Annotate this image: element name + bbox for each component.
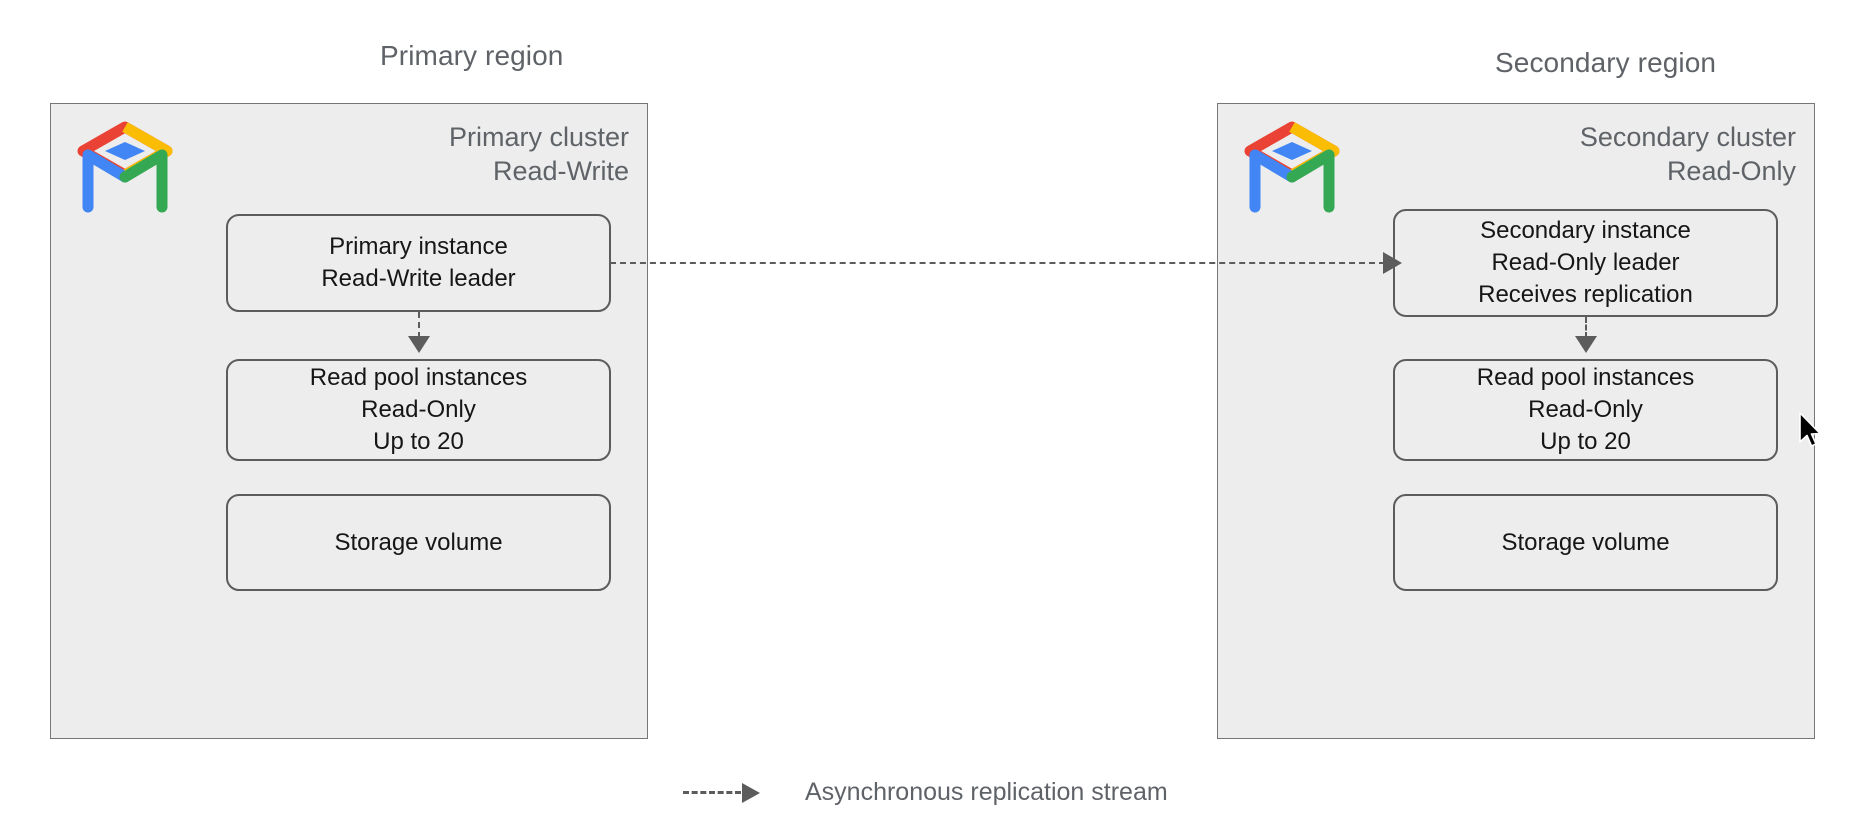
node-primary-storage-volume[interactable]: Storage volume (226, 494, 611, 591)
legend-label: Asynchronous replication stream (805, 778, 1168, 806)
node-secondary-storage-volume[interactable]: Storage volume (1393, 494, 1778, 591)
node-secondary-read-pool-instances[interactable]: Read pool instances Read-Only Up to 20 (1393, 359, 1778, 461)
region-label-secondary: Secondary region (1495, 47, 1717, 78)
replication-connector-line (610, 262, 1385, 264)
legend-arrowhead-icon (742, 782, 760, 803)
secondary-internal-connector-arrowhead (1575, 336, 1597, 353)
legend: Asynchronous replication stream (683, 778, 1168, 807)
region-label-primary: Primary region (380, 40, 564, 71)
primary-internal-connector-arrowhead (408, 336, 430, 353)
secondary-cluster-title: Secondary cluster Read-Only (1579, 122, 1796, 186)
secondary-cluster-panel: Secondary cluster Read-Only Secondary in… (1217, 103, 1815, 739)
primary-internal-connector-line (418, 312, 420, 338)
replication-connector-arrowhead (1383, 252, 1402, 274)
alloydb-logo (1244, 121, 1340, 213)
secondary-internal-connector-line (1585, 317, 1587, 338)
primary-cluster-panel: Primary cluster Read-Write Primary insta… (50, 103, 648, 739)
alloydb-logo (77, 121, 173, 213)
node-secondary-instance[interactable]: Secondary instance Read-Only leader Rece… (1393, 209, 1778, 317)
node-primary-instance[interactable]: Primary instance Read-Write leader (226, 214, 611, 312)
node-primary-read-pool-instances[interactable]: Read pool instances Read-Only Up to 20 (226, 359, 611, 461)
primary-cluster-title: Primary cluster Read-Write (448, 122, 629, 186)
legend-dashed-line-icon (683, 791, 741, 794)
